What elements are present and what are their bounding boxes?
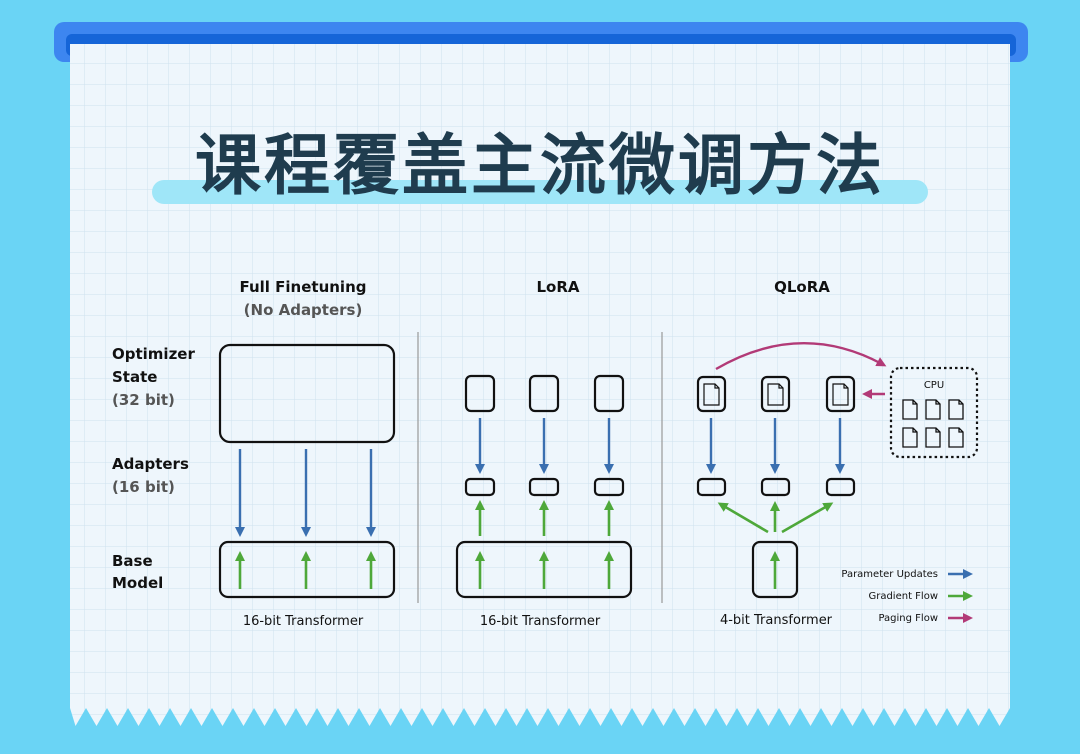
full-footer-label: 16-bit Transformer — [243, 614, 364, 629]
qlora-paging-arc — [715, 342, 887, 371]
qlora-optimizer-box-1 — [696, 375, 727, 413]
document-icon — [703, 383, 720, 406]
lora-base-model-box — [455, 540, 633, 599]
adapters-label: Adapters — [112, 455, 189, 473]
base-model-label-1: Base — [112, 552, 153, 570]
lora-adapter-1 — [464, 477, 496, 497]
qlora-gradient-fan-right — [781, 502, 834, 534]
lora-adapter-2 — [528, 477, 560, 497]
lora-optimizer-box-3 — [593, 374, 625, 413]
qlora-optimizer-box-2 — [760, 375, 791, 413]
cpu-document-icons — [902, 399, 964, 448]
title-group: 课程覆盖主流微调方法 — [152, 127, 928, 204]
optimizer-state-label-2: State — [112, 368, 157, 386]
qlora-optimizer-box-3 — [825, 375, 856, 413]
qlora-base-model-box — [751, 540, 799, 599]
qlora-gradient-fan-left — [717, 502, 769, 534]
legend-gradient-flow-label: Gradient Flow — [868, 591, 938, 602]
qlora-heading: QLoRA — [774, 278, 830, 296]
qlora-column: CPU 4-bit Transformer — [696, 342, 979, 628]
legend-parameter-updates-label: Parameter Updates — [841, 569, 938, 580]
page-title: 课程覆盖主流微调方法 — [195, 127, 885, 204]
full-finetuning-column: 16-bit Transformer — [218, 343, 396, 629]
title-highlight — [152, 180, 928, 204]
optimizer-bits-label: (32 bit) — [112, 391, 175, 409]
full-optimizer-box — [218, 343, 396, 444]
legend-paging-flow-label: Paging Flow — [878, 613, 938, 624]
full-base-model-box — [218, 540, 396, 599]
adapters-bits-label: (16 bit) — [112, 478, 175, 496]
legend: Parameter Updates Gradient Flow Paging F… — [841, 569, 973, 624]
qlora-footer-label: 4-bit Transformer — [720, 613, 833, 628]
lora-adapter-3 — [593, 477, 625, 497]
optimizer-state-label-1: Optimizer — [112, 345, 195, 363]
base-model-label-2: Model — [112, 574, 163, 592]
cpu-label: CPU — [924, 380, 944, 391]
qlora-adapter-2 — [760, 477, 791, 497]
qlora-adapter-1 — [696, 477, 727, 497]
lora-footer-label: 16-bit Transformer — [480, 614, 601, 629]
full-finetuning-subheading: (No Adapters) — [244, 301, 363, 319]
document-icon — [767, 383, 784, 406]
lora-column: 16-bit Transformer — [455, 374, 633, 629]
qlora-adapter-3 — [825, 477, 856, 497]
lora-optimizer-box-2 — [528, 374, 560, 413]
lora-heading: LoRA — [536, 278, 579, 296]
full-finetuning-heading: Full Finetuning — [239, 278, 366, 296]
document-icon — [832, 383, 849, 406]
lora-optimizer-box-1 — [464, 374, 496, 413]
cpu-box: CPU — [889, 366, 979, 459]
